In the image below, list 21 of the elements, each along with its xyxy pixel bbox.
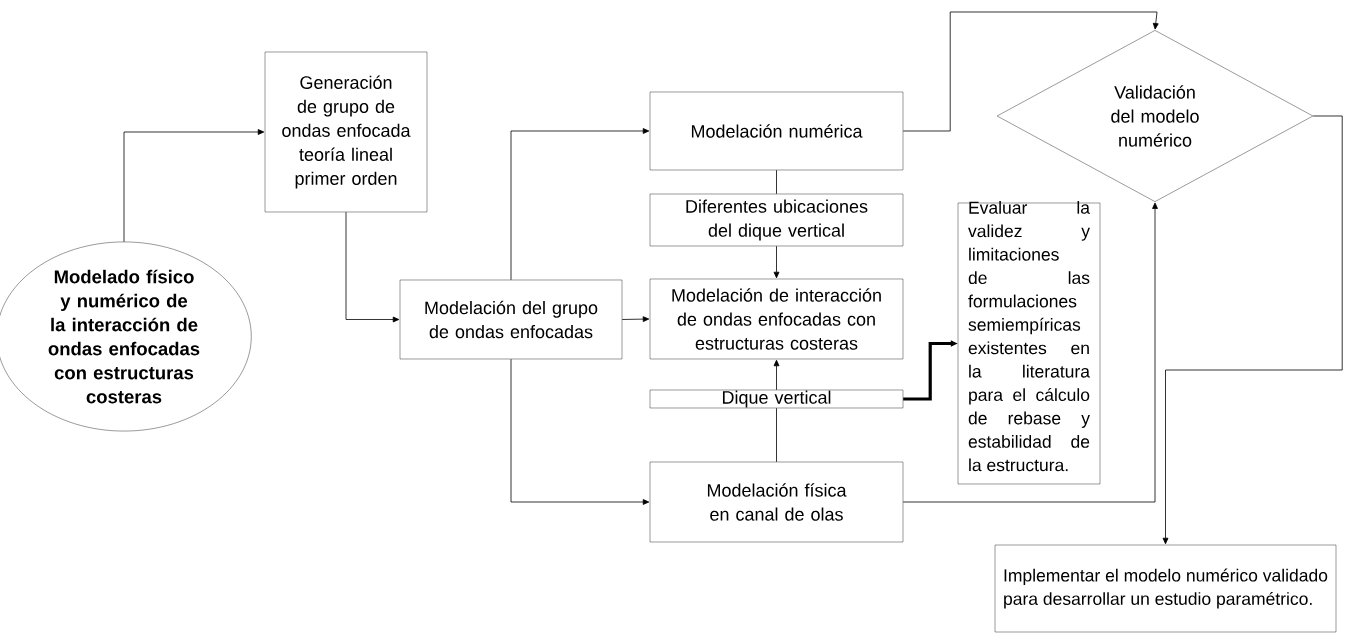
connector-line: [776, 407, 777, 463]
arrow: [510, 358, 650, 505]
process-box: Modelación numérica: [649, 91, 904, 171]
note-box: Implementar el modelo numérico validado para desarrollar un estudio paramétrico.: [994, 544, 1337, 633]
process-box: Generación de grupo de ondas enfocada teoría lineal primer orden: [264, 51, 428, 213]
arrow: [902, 202, 1158, 503]
process-box: Dique vertical: [649, 389, 904, 409]
connector-line: [776, 169, 777, 195]
arrow: [902, 11, 1159, 132]
arrow: [1162, 115, 1343, 545]
note-box: Evaluar la validez y limitaciones de las formulaciones semiempíricas existentes en la literatura para el cálculo de rebase y estabilidad de la estructura.: [957, 201, 1101, 485]
arrow: [345, 211, 400, 323]
arrow: [773, 245, 780, 279]
arrow: [123, 129, 265, 243]
process-box: Modelación física en canal de olas: [649, 461, 904, 543]
arrow: [773, 359, 780, 391]
process-box: Diferentes ubicaciones del dique vertical: [649, 193, 904, 247]
process-box: Modelación de interacción de ondas enfocadas con estructuras costeras: [649, 278, 904, 360]
process-box: Modelación del grupo de ondas enfocadas: [399, 279, 623, 360]
arrow: [621, 316, 650, 322]
arrow: [510, 128, 650, 281]
